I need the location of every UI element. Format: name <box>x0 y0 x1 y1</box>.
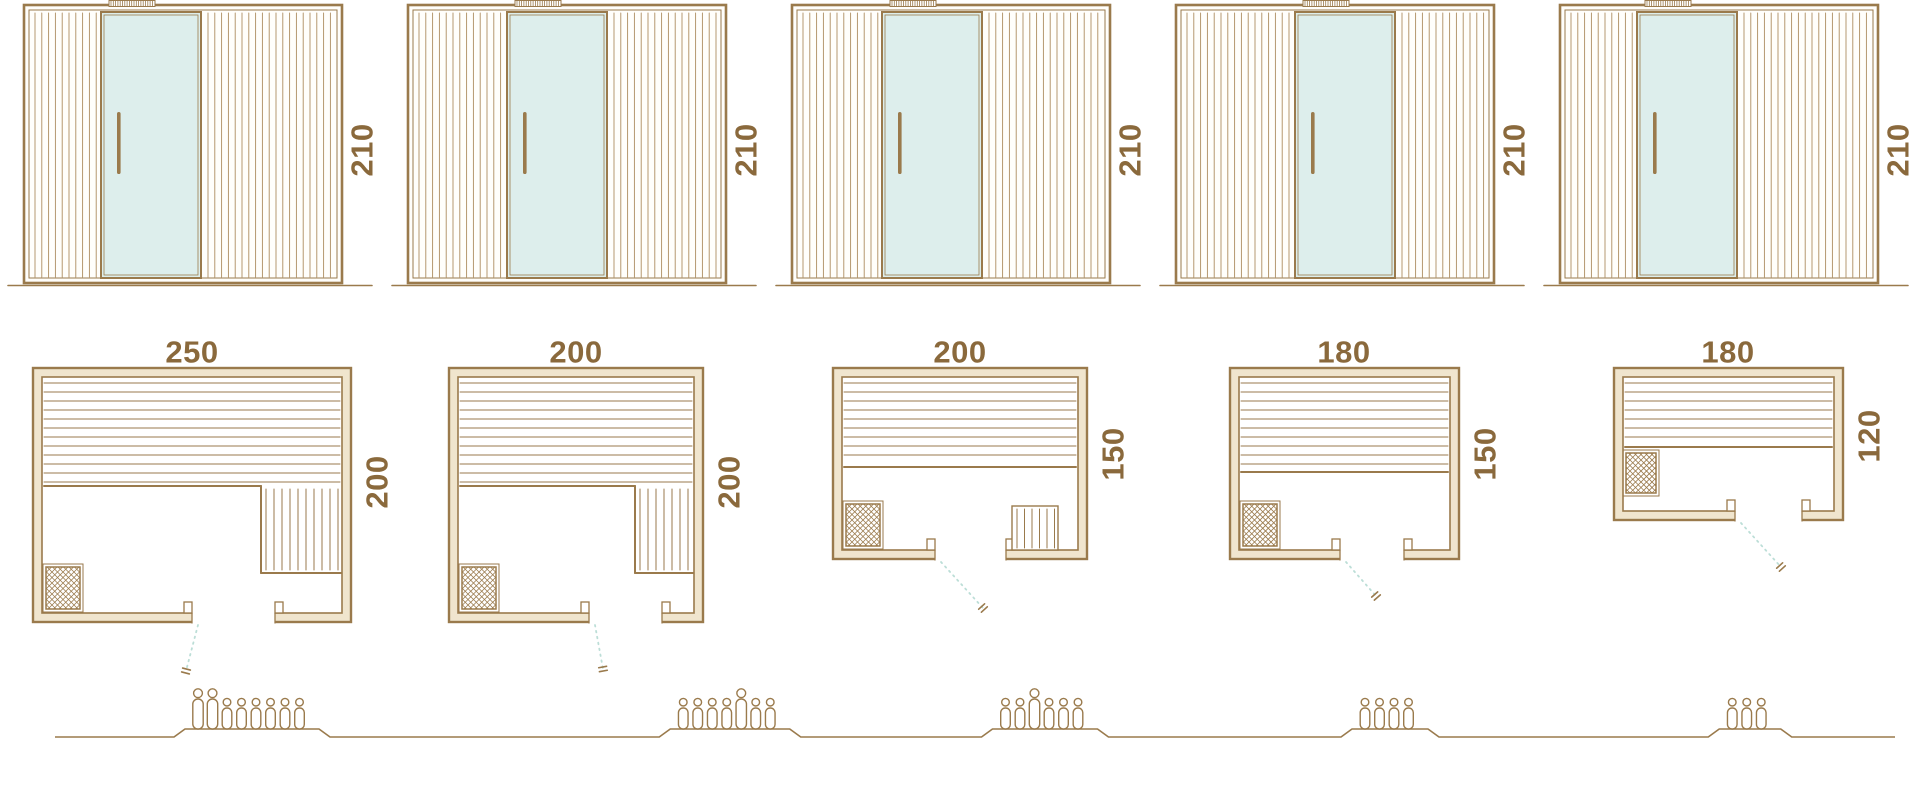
elevation-height-label: 210 <box>344 123 380 177</box>
seated-person-icon <box>1741 697 1753 730</box>
seated-person-icon <box>764 697 776 730</box>
seated-person-icon <box>221 697 233 730</box>
seated-person-icon <box>1402 697 1414 730</box>
seated-person-icon <box>706 697 718 730</box>
plan-depth-label: 120 <box>1851 409 1886 464</box>
elevation-height-label: 210 <box>1496 123 1532 177</box>
seated-person-icon <box>1072 697 1084 730</box>
elevation-drawing <box>391 0 757 287</box>
plan-width-label: 200 <box>933 334 987 370</box>
plan-group <box>31 366 353 675</box>
seated-person-icon <box>677 697 689 730</box>
elevation-drawing <box>1159 0 1525 287</box>
elevation-height-label: 210 <box>1880 123 1916 177</box>
plan-width-label: 180 <box>1317 334 1371 370</box>
standing-person-icon <box>206 688 219 730</box>
seated-person-icon <box>692 697 704 730</box>
plan-drawing <box>31 366 353 675</box>
capacity-group <box>1000 688 1084 730</box>
plan-group <box>831 366 1089 613</box>
seated-person-icon <box>250 697 262 730</box>
capacity-group <box>1359 697 1414 730</box>
door-handle-mark <box>180 667 192 675</box>
plan-group <box>447 366 705 673</box>
seated-person-icon <box>750 697 762 730</box>
door-handle-mark <box>597 665 609 673</box>
plan-depth-label: 150 <box>1467 427 1502 481</box>
elevation-drawing <box>1543 0 1909 287</box>
capacity-group <box>192 688 306 730</box>
capacity-figures <box>55 688 1895 738</box>
plan-drawing <box>1612 366 1844 572</box>
plan-depth-label: 150 <box>1095 427 1131 481</box>
door-handle-mark <box>977 603 989 613</box>
sauna-column-5: 210 180 120 <box>1536 0 1920 789</box>
standing-person-icon <box>192 688 204 730</box>
capacity-group <box>677 688 776 730</box>
seated-person-icon <box>1726 697 1738 730</box>
seated-person-icon <box>1043 697 1055 730</box>
plan-drawing <box>1228 366 1460 601</box>
door-handle-mark <box>1370 591 1381 601</box>
plan-depth-label: 200 <box>711 455 747 509</box>
sauna-column-1: 210 250 200 <box>0 0 395 789</box>
seated-person-icon <box>1057 697 1069 730</box>
plan-group <box>1228 366 1460 601</box>
elevation-drawing <box>775 0 1141 287</box>
sauna-column-2: 210 200 200 <box>384 0 768 789</box>
seated-person-icon <box>235 697 247 730</box>
sauna-column-4: 210 180 150 <box>1152 0 1536 789</box>
plan-drawing <box>447 366 705 673</box>
plan-width-label: 180 <box>1701 334 1755 370</box>
capacity-group <box>1726 697 1767 730</box>
seated-person-icon <box>1000 697 1012 730</box>
plan-group <box>1612 366 1844 572</box>
seated-person-icon <box>1388 697 1400 730</box>
plan-width-label: 250 <box>165 334 219 370</box>
door-handle-mark <box>1775 562 1786 572</box>
sauna-column-3: 210 200 150 <box>768 0 1152 789</box>
plan-drawing <box>831 366 1089 613</box>
standing-person-icon <box>735 688 748 730</box>
elevation-height-label: 210 <box>1112 123 1148 177</box>
standing-person-icon <box>1028 688 1041 730</box>
seated-person-icon <box>279 697 291 730</box>
seated-person-icon <box>294 697 306 730</box>
elevation-height-label: 210 <box>728 123 764 177</box>
seated-person-icon <box>1373 697 1385 730</box>
seated-person-icon <box>1014 697 1026 730</box>
seated-person-icon <box>721 697 733 730</box>
plan-width-label: 200 <box>549 334 603 370</box>
elevation-drawing <box>7 0 373 287</box>
seated-person-icon <box>1755 697 1767 730</box>
seated-person-icon <box>265 697 277 730</box>
seated-person-icon <box>1359 697 1371 730</box>
